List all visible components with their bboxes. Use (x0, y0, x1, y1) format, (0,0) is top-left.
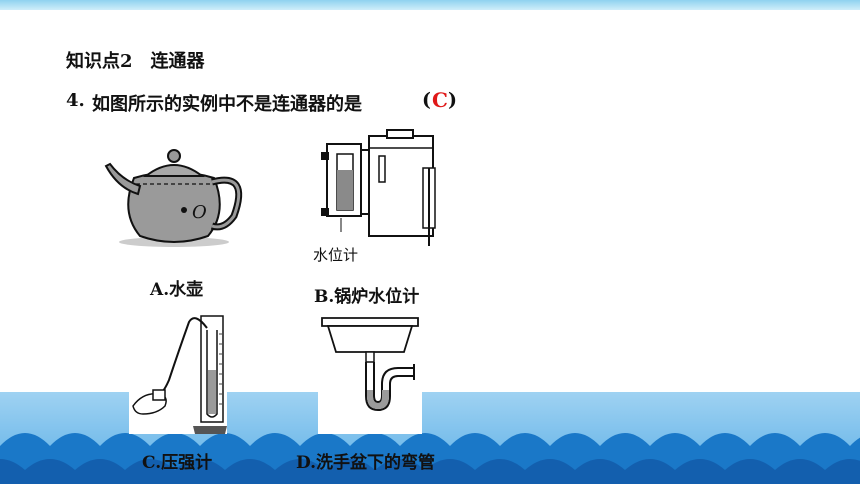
question-number: 4. (66, 90, 85, 111)
top-decor-bar (0, 0, 860, 10)
section-heading: 知识点2 连通器 (66, 51, 205, 72)
figure-pressure-gauge (129, 310, 227, 434)
answer-open-paren: ( (422, 89, 431, 111)
wave-row-front (0, 459, 860, 484)
teapot-label-o: O (192, 202, 207, 223)
pressure-gauge-illustration (132, 315, 227, 434)
answer-letter: C (432, 88, 448, 112)
question-text: 如图所示的实例中不是连通器的是 (92, 94, 362, 115)
boiler-label: 水位计 (313, 246, 358, 264)
boiler-illustration: 水位计 (313, 129, 436, 264)
sink-illustration (321, 317, 419, 412)
caption-b: B.锅炉水位计 (314, 287, 420, 307)
caption-c: C.压强计 (142, 453, 213, 473)
caption-d: D.洗手盆下的弯管 (296, 453, 436, 473)
caption-a: A.水壶 (150, 280, 204, 300)
figure-boiler-gauge: 水位计 (311, 128, 444, 268)
figure-teapot: O (100, 132, 248, 250)
teapot-illustration: O (104, 149, 243, 247)
figure-sink-pipe (318, 312, 422, 434)
answer-close-paren: ) (448, 89, 457, 111)
